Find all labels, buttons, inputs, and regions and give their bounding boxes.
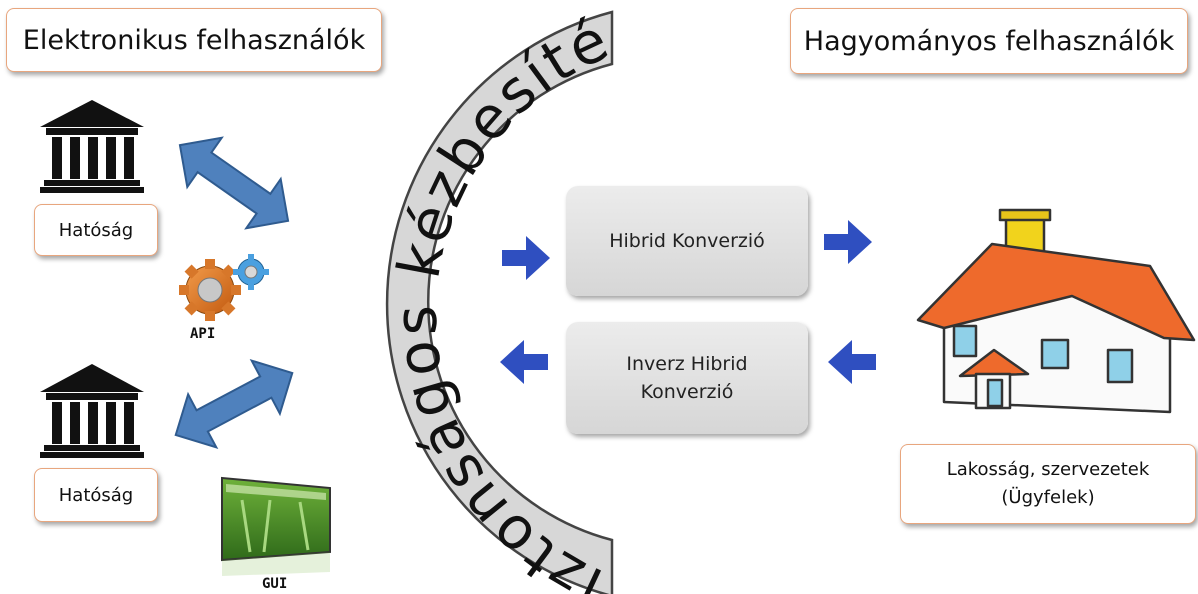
citizens-line2: (Ügyfelek)	[1001, 487, 1095, 508]
institution-icon	[40, 364, 144, 458]
inverse-conversion-line1: Inverz Hibrid	[626, 352, 748, 375]
gui-screen-icon	[221, 476, 331, 576]
electronic-users-text: Elektronikus felhasználók	[22, 24, 366, 56]
citizens-line1: Lakosság, szervezetek	[946, 459, 1150, 481]
arrow-left-icon	[828, 340, 876, 384]
inverse-hybrid-conversion-box: Inverz Hibrid Konverzió	[566, 322, 808, 434]
hybrid-conversion-box: Hibrid Konverzió	[566, 186, 808, 296]
hybrid-conversion-text: Hibrid Konverzió	[609, 229, 765, 252]
double-arrow-icon	[178, 136, 290, 230]
authority-label: Hatóság	[34, 204, 158, 256]
citizens-label: Lakosság, szervezetek (Ügyfelek)	[900, 444, 1196, 524]
institution-icon	[40, 100, 144, 193]
gears-icon	[179, 254, 269, 321]
electronic-users-label: Elektronikus felhasználók	[6, 8, 382, 72]
arrow-left-icon	[500, 340, 548, 384]
inverse-conversion-line2: Konverzió	[640, 381, 734, 403]
authority-label: Hatóság	[34, 468, 158, 522]
arrow-right-icon	[824, 220, 872, 264]
api-label: API	[190, 326, 216, 342]
authority-text: Hatóság	[58, 484, 134, 506]
traditional-users-label: Hagyományos felhasználók	[790, 8, 1188, 74]
gui-label: GUI	[262, 576, 288, 592]
authority-text: Hatóság	[58, 219, 134, 241]
double-arrow-icon	[174, 358, 294, 450]
house-icon	[916, 208, 1196, 414]
traditional-users-text: Hagyományos felhasználók	[803, 25, 1175, 57]
arrow-right-icon	[502, 236, 550, 280]
